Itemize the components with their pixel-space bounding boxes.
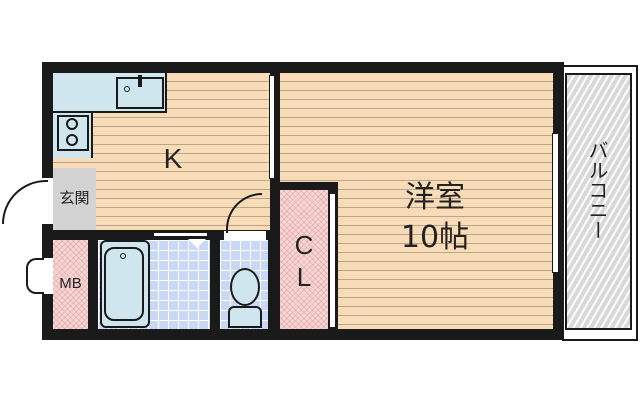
closet-label-l: L — [296, 262, 312, 292]
closet-door-icon[interactable] — [329, 193, 336, 328]
entrance-label: 玄関 — [59, 189, 90, 207]
bathtub-drain-icon — [120, 253, 126, 259]
toilet-door-gap — [224, 231, 266, 240]
meter-box-door-gap — [42, 258, 53, 294]
kitchen-label: K — [163, 143, 183, 174]
western-room-size: 10帖 — [400, 220, 470, 255]
entrance-floor — [53, 168, 96, 230]
balcony-window-icon[interactable] — [552, 133, 559, 273]
burner-icon — [66, 118, 78, 130]
toilet-icon — [230, 268, 260, 306]
drain-icon — [124, 86, 130, 92]
balcony-label: バルコニー — [585, 140, 609, 240]
closet-label-c: C — [294, 230, 314, 260]
meter-box — [53, 240, 88, 329]
partition-sliding-door[interactable] — [269, 75, 275, 179]
meter-box-door-icon[interactable] — [26, 258, 44, 294]
faucet-icon — [138, 75, 142, 87]
bathroom-door-icon[interactable] — [152, 231, 209, 238]
burner-icon — [66, 134, 78, 146]
balcony — [565, 73, 632, 330]
bathtub-inner — [104, 247, 144, 321]
closet — [280, 190, 328, 329]
bathroom-door-arrow — [188, 239, 206, 248]
western-room-label: 洋室 — [405, 180, 465, 215]
sink-icon — [116, 77, 164, 109]
meter-box-label: MB — [59, 275, 82, 292]
entrance-door-icon[interactable] — [2, 180, 48, 224]
toilet-tank-icon — [228, 306, 262, 328]
